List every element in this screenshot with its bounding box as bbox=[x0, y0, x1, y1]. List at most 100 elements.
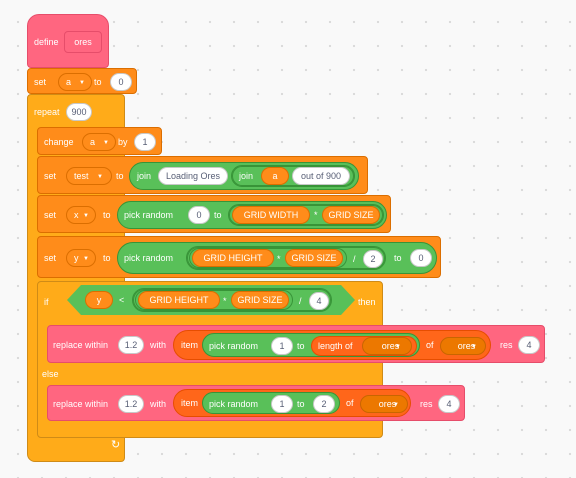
pick-random-operator[interactable]: pick random GRID HEIGHT * GRID SIZE / 2 … bbox=[117, 242, 437, 274]
multiply-operator[interactable]: GRID HEIGHT * GRID SIZE bbox=[135, 290, 293, 310]
grid-width-reporter[interactable]: GRID WIDTH bbox=[232, 206, 310, 224]
set-label: set bbox=[44, 171, 57, 181]
min-input[interactable]: 0 bbox=[188, 206, 210, 224]
if-label: if bbox=[44, 297, 49, 307]
variable-dropdown-a[interactable]: a▼ bbox=[58, 73, 92, 91]
else-label: else bbox=[42, 369, 59, 379]
to-label: to bbox=[214, 210, 222, 220]
variable-reporter-a[interactable]: a bbox=[261, 167, 289, 185]
variable-dropdown-test[interactable]: test ▼ bbox=[66, 167, 112, 185]
join-label: join bbox=[239, 171, 254, 181]
divide-operator[interactable]: GRID HEIGHT * GRID SIZE / 2 bbox=[186, 246, 386, 270]
variable-dropdown-x[interactable]: x▼ bbox=[66, 206, 96, 224]
join-operator[interactable]: join Loading Ores join a out of 900 bbox=[129, 162, 359, 190]
to-label: to bbox=[297, 341, 305, 351]
variable-reporter-y[interactable]: y bbox=[85, 291, 113, 309]
set-a-block[interactable]: set a▼ to 0 bbox=[27, 68, 137, 94]
dropdown-value: a bbox=[66, 77, 72, 87]
chevron-down-icon: ▼ bbox=[83, 256, 89, 262]
divisor-input[interactable]: 4 bbox=[309, 292, 329, 310]
item-label: item bbox=[181, 398, 199, 408]
with-label: with bbox=[150, 399, 167, 409]
to-label: to bbox=[394, 253, 402, 263]
to-label: to bbox=[116, 171, 124, 181]
less-than-sign: < bbox=[119, 295, 125, 305]
chevron-down-icon: ▼ bbox=[79, 80, 85, 86]
change-label: change bbox=[44, 137, 74, 147]
dropdown-value: a bbox=[90, 137, 96, 147]
item-of-list-reporter[interactable]: item pick random 1 to 2 of ores▼ bbox=[173, 389, 411, 417]
dropdown-value: ores bbox=[378, 399, 397, 409]
grid-height-reporter[interactable]: GRID HEIGHT bbox=[192, 249, 274, 267]
text-input-loading[interactable]: Loading Ores bbox=[158, 167, 228, 185]
set-x-block[interactable]: set x▼ to pick random 0 to GRID WIDTH * … bbox=[37, 195, 391, 233]
pick-random-label: pick random bbox=[209, 399, 259, 409]
variable-dropdown-y[interactable]: y▼ bbox=[66, 249, 96, 267]
loop-arrow-icon: ↻ bbox=[111, 439, 121, 451]
list-dropdown-ores[interactable]: ores▼ bbox=[440, 337, 486, 355]
dropdown-value: ores bbox=[457, 341, 476, 351]
then-label: then bbox=[358, 297, 376, 307]
grid-size-reporter[interactable]: GRID SIZE bbox=[285, 249, 343, 267]
less-than-condition[interactable]: y < GRID HEIGHT * GRID SIZE / 4 bbox=[67, 285, 355, 315]
dropdown-value: ores bbox=[381, 341, 400, 351]
set-label: set bbox=[44, 210, 57, 220]
chevron-down-icon: ▼ bbox=[83, 213, 89, 219]
pick-random-operator[interactable]: pick random 0 to GRID WIDTH * GRID SIZE bbox=[117, 201, 387, 229]
pick-random-operator[interactable]: pick random 1 to 2 bbox=[202, 392, 340, 414]
change-value-input[interactable]: 1 bbox=[134, 133, 156, 151]
chevron-down-icon: ▼ bbox=[103, 140, 109, 146]
variable-dropdown-a[interactable]: a▼ bbox=[82, 133, 116, 151]
replace-within-label: replace within bbox=[53, 340, 109, 350]
value-input[interactable]: 0 bbox=[110, 73, 132, 91]
min-input[interactable]: 1 bbox=[271, 395, 293, 413]
chevron-down-icon: ▼ bbox=[97, 174, 103, 180]
define-block[interactable]: define ores bbox=[27, 14, 109, 68]
multiply-sign: * bbox=[314, 210, 318, 220]
list-dropdown-ores[interactable]: ores▼ bbox=[362, 337, 412, 355]
to-label: to bbox=[297, 399, 305, 409]
chevron-down-icon: ▼ bbox=[395, 344, 401, 350]
replace-value-input[interactable]: 1.2 bbox=[118, 336, 144, 354]
multiply-operator[interactable]: GRID WIDTH * GRID SIZE bbox=[228, 204, 384, 226]
divisor-input[interactable]: 2 bbox=[363, 250, 383, 268]
replace-value-input[interactable]: 1.2 bbox=[118, 395, 144, 413]
with-label: with bbox=[150, 340, 167, 350]
replace-within-block[interactable]: replace within 1.2 with item pick random… bbox=[47, 325, 545, 363]
of-label: of bbox=[426, 340, 434, 350]
grid-size-reporter[interactable]: GRID SIZE bbox=[231, 291, 289, 309]
max-input[interactable]: 0 bbox=[410, 249, 432, 267]
res-input[interactable]: 4 bbox=[438, 395, 460, 413]
repeat-count-input[interactable]: 900 bbox=[66, 103, 92, 121]
repeat-bottom: ↻ bbox=[43, 439, 125, 458]
max-input[interactable]: 2 bbox=[313, 395, 335, 413]
res-label: res bbox=[500, 340, 513, 350]
length-of-list-reporter[interactable]: length of ores▼ bbox=[311, 336, 417, 356]
multiply-operator[interactable]: GRID HEIGHT * GRID SIZE bbox=[189, 248, 347, 268]
divide-operator[interactable]: GRID HEIGHT * GRID SIZE / 4 bbox=[132, 288, 332, 312]
replace-within-block[interactable]: replace within 1.2 with item pick random… bbox=[47, 385, 465, 421]
pick-random-label: pick random bbox=[209, 341, 259, 351]
pick-random-operator[interactable]: pick random 1 to length of ores▼ bbox=[202, 333, 420, 357]
multiply-sign: * bbox=[223, 296, 227, 306]
list-dropdown-ores[interactable]: ores▼ bbox=[360, 395, 408, 413]
res-input[interactable]: 4 bbox=[518, 336, 540, 354]
min-input[interactable]: 1 bbox=[271, 337, 293, 355]
change-a-block[interactable]: change a▼ by 1 bbox=[37, 127, 162, 155]
res-label: res bbox=[420, 399, 433, 409]
grid-height-reporter[interactable]: GRID HEIGHT bbox=[138, 291, 220, 309]
dropdown-value: test bbox=[74, 171, 89, 181]
repeat-label: repeat bbox=[34, 107, 60, 117]
nested-join-operator[interactable]: join a out of 900 bbox=[231, 165, 355, 187]
to-label: to bbox=[103, 210, 111, 220]
set-y-block[interactable]: set y▼ to pick random GRID HEIGHT * GRID… bbox=[37, 236, 441, 278]
text-input-out-of[interactable]: out of 900 bbox=[292, 167, 350, 185]
multiply-sign: * bbox=[277, 254, 281, 264]
item-of-list-reporter[interactable]: item pick random 1 to length of ores▼ of… bbox=[173, 330, 491, 360]
grid-size-reporter[interactable]: GRID SIZE bbox=[322, 206, 380, 224]
define-name[interactable]: ores bbox=[64, 31, 102, 53]
set-test-block[interactable]: set test ▼ to join Loading Ores join a ou… bbox=[37, 156, 368, 194]
to-label: to bbox=[103, 253, 111, 263]
to-label: to bbox=[94, 77, 102, 87]
